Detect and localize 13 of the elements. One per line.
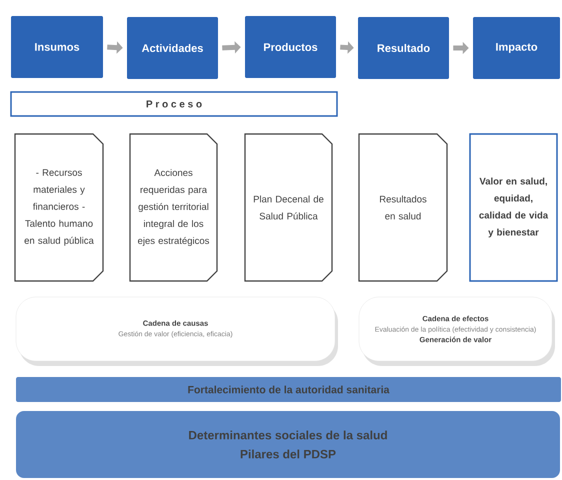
stage-box: Insumos bbox=[11, 16, 103, 78]
value-box: Valor en salud, equidad, calidad de vida y bienestar bbox=[469, 133, 558, 282]
document-card: Acciones requeridas para gestión territorial integral de los ejes estratégicos bbox=[129, 133, 218, 282]
document-card: Resultados en salud bbox=[358, 133, 448, 282]
stage-box: Actividades bbox=[127, 17, 218, 79]
base-band: Determinantes sociales de la salud Pilares del PDSP bbox=[16, 411, 560, 478]
document-card: Plan Decenal de Salud Pública bbox=[244, 133, 333, 282]
stage-box: Productos bbox=[245, 16, 336, 78]
stage-box: Impacto bbox=[473, 17, 560, 79]
document-card: - Recursos materiales y financieros - Talento humano en salud pública bbox=[14, 133, 104, 282]
process-bar: P r o c e s o bbox=[10, 91, 338, 117]
band: Fortalecimiento de la autoridad sanitaria bbox=[16, 377, 561, 402]
stage-box: Resultado bbox=[358, 17, 449, 79]
